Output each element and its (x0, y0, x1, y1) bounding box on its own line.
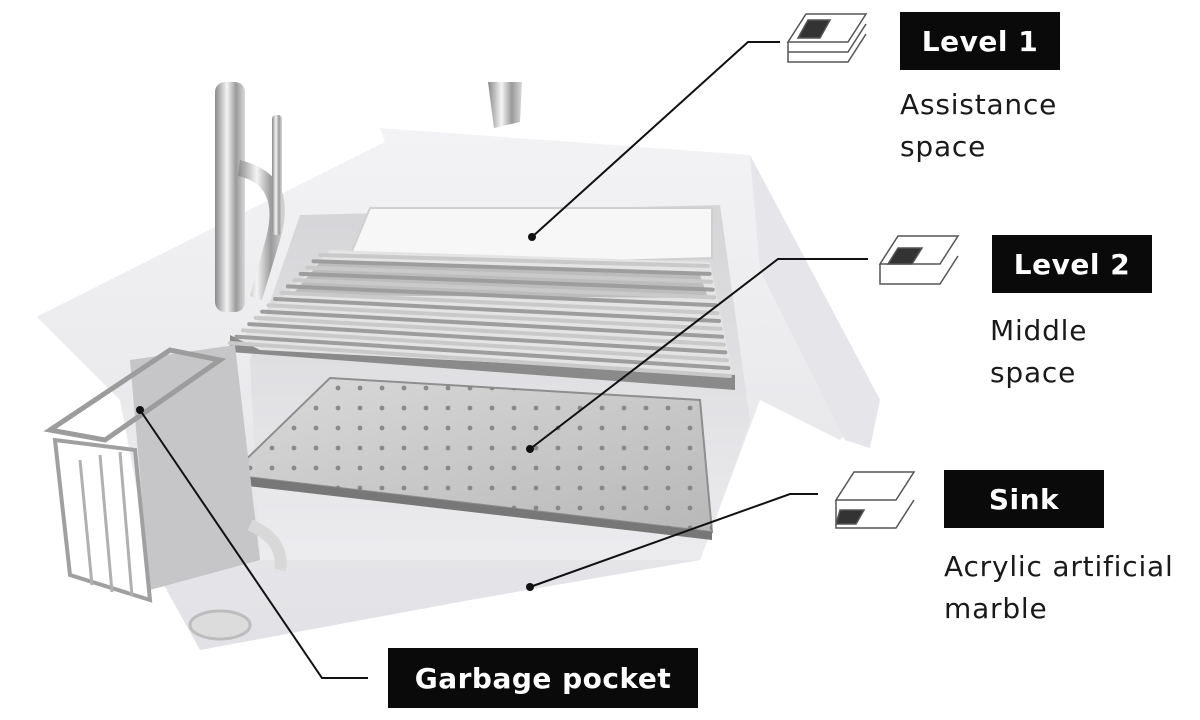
sink-icon (834, 471, 916, 529)
leader-garbage-pocket (139, 409, 368, 679)
rack-roller-bar (318, 253, 710, 268)
rack-roller-bar (292, 278, 717, 300)
leader-sink (529, 493, 818, 588)
rack-roller-bar (240, 328, 729, 363)
sink-tag: Sink (944, 470, 1104, 528)
faucet (215, 82, 522, 312)
rack-roller-bar (228, 341, 732, 378)
garbage-pocket (43, 345, 287, 641)
leader-level-1 (531, 41, 780, 238)
level-1-roll-rack (228, 250, 735, 390)
anchor-dot (528, 233, 536, 241)
rack-roller-bar (285, 284, 718, 308)
rack-roller-bar (279, 290, 720, 316)
leader-lines (136, 41, 868, 679)
rack-roller-bar (311, 259, 712, 276)
level-1-icon (786, 13, 868, 63)
level-1-tag: Level 1 (900, 12, 1060, 70)
rack-roller-bar (305, 265, 714, 284)
leader-level-2 (529, 258, 868, 450)
rack-roller-bar (247, 322, 728, 355)
rack-roller-bar (273, 297, 721, 323)
rack-roller-bar (260, 309, 725, 339)
level-1-description: Assistance space (900, 88, 1058, 163)
garbage-pocket-tag: Garbage pocket (388, 648, 698, 708)
level-2-perforated-tray (227, 376, 714, 540)
anchor-dot (526, 445, 534, 453)
level-2-description: Middle space (990, 314, 1088, 389)
rack-roller-bar (234, 334, 731, 371)
anchor-dot (526, 583, 534, 591)
rack-roller-bar (298, 271, 715, 292)
rack-roller-bar (266, 303, 723, 331)
rack-roller-bar (253, 315, 726, 347)
level-2-icon (878, 235, 960, 285)
anchor-dot (136, 406, 144, 414)
sink-description: Acrylic artificial marble (944, 550, 1174, 625)
level-2-tag: Level 2 (992, 235, 1152, 293)
